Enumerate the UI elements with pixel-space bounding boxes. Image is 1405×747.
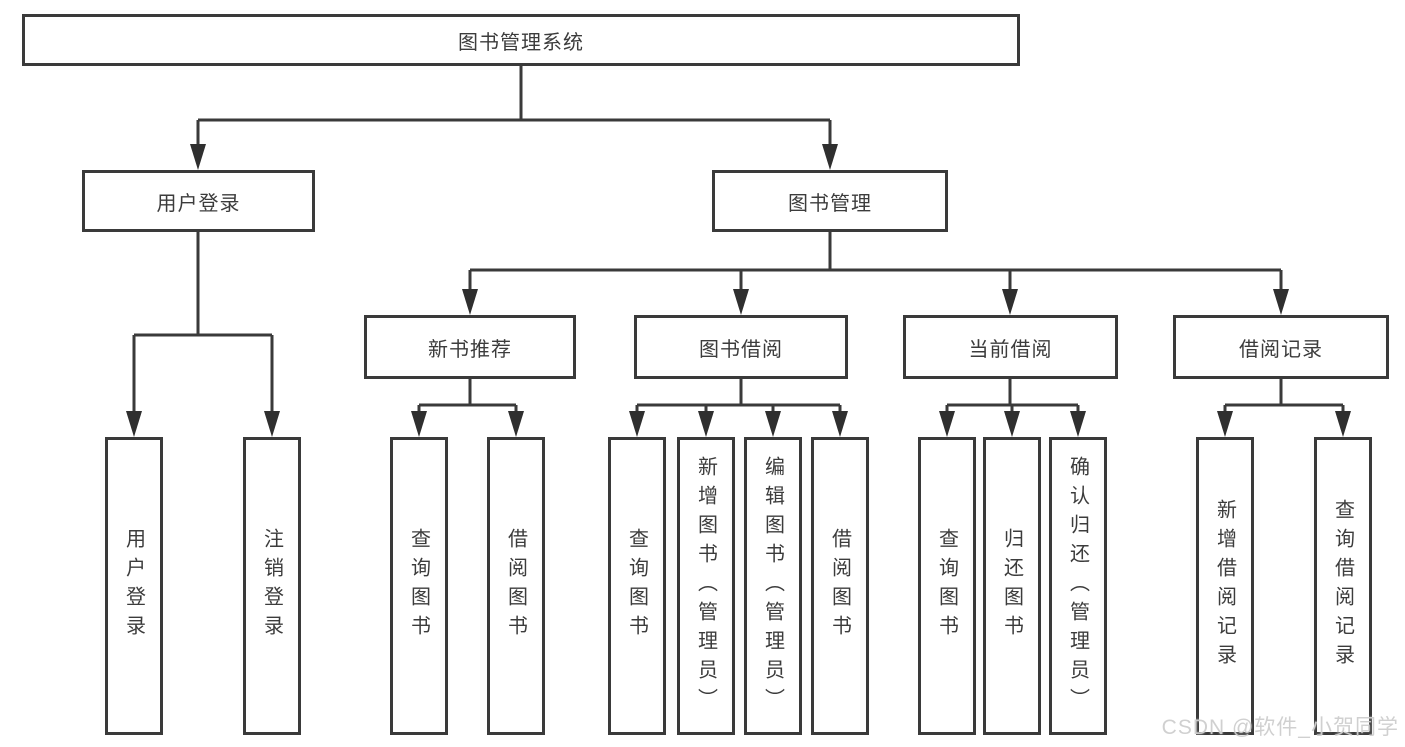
- arrow-down-icon: [1217, 411, 1233, 437]
- node-user-login: 用户登录: [82, 170, 315, 232]
- arrow-down-icon: [462, 289, 478, 315]
- arrow-down-icon: [190, 144, 206, 170]
- leaf-add-book-admin: 新增图书（管理员）: [677, 437, 735, 735]
- leaf-search-books-current: 查询图书: [918, 437, 976, 735]
- node-current-borrowing: 当前借阅: [903, 315, 1118, 379]
- arrow-down-icon: [264, 411, 280, 437]
- leaf-search-books-borrowing: 查询图书: [608, 437, 666, 735]
- node-library-system: 图书管理系统: [22, 14, 1020, 66]
- arrow-down-icon: [733, 289, 749, 315]
- node-borrowing-records: 借阅记录: [1173, 315, 1389, 379]
- node-new-book-recommend: 新书推荐: [364, 315, 576, 379]
- arrow-down-icon: [411, 411, 427, 437]
- arrow-down-icon: [939, 411, 955, 437]
- leaf-return-books: 归还图书: [983, 437, 1041, 735]
- arrow-down-icon: [832, 411, 848, 437]
- arrow-down-icon: [1002, 289, 1018, 315]
- leaf-user-login: 用户登录: [105, 437, 163, 735]
- arrow-down-icon: [126, 411, 142, 437]
- arrow-down-icon: [698, 411, 714, 437]
- arrow-down-icon: [629, 411, 645, 437]
- arrow-down-icon: [1004, 411, 1020, 437]
- leaf-search-borrow-record: 查询借阅记录: [1314, 437, 1372, 735]
- arrow-down-icon: [508, 411, 524, 437]
- arrow-down-icon: [765, 411, 781, 437]
- leaf-add-borrow-record: 新增借阅记录: [1196, 437, 1254, 735]
- leaf-borrow-books-recommend: 借阅图书: [487, 437, 545, 735]
- leaf-borrow-books-borrowing: 借阅图书: [811, 437, 869, 735]
- leaf-confirm-return-admin: 确认归还（管理员）: [1049, 437, 1107, 735]
- arrow-down-icon: [1335, 411, 1351, 437]
- leaf-search-books-recommend: 查询图书: [390, 437, 448, 735]
- leaf-logout: 注销登录: [243, 437, 301, 735]
- leaf-edit-book-admin: 编辑图书（管理员）: [744, 437, 802, 735]
- node-book-borrowing: 图书借阅: [634, 315, 848, 379]
- arrow-down-icon: [1273, 289, 1289, 315]
- arrow-down-icon: [822, 144, 838, 170]
- arrow-down-icon: [1070, 411, 1086, 437]
- node-book-management: 图书管理: [712, 170, 948, 232]
